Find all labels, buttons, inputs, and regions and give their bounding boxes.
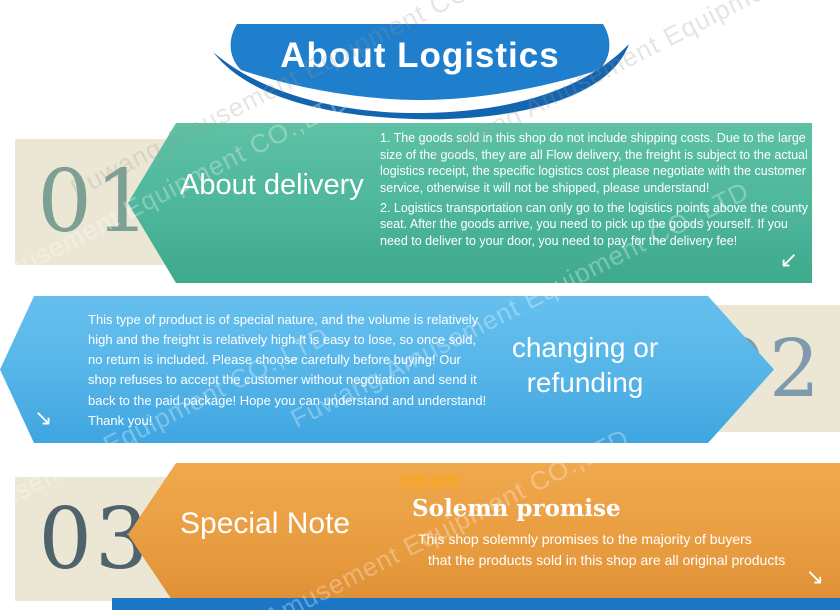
delivery-text: 1. The goods sold in this shop do not in… <box>380 130 810 252</box>
bottom-divider-strip <box>112 598 840 610</box>
promise-title: Solemn promise <box>412 495 621 522</box>
section-number-03: 03 <box>38 490 152 588</box>
special-note-chinese-label: 特别说明 <box>400 474 461 491</box>
section-title-delivery: About delivery <box>180 169 364 201</box>
corner-arrow-icon: ↘ <box>34 405 53 430</box>
corner-arrow-icon: ↘ <box>805 564 824 589</box>
promise-line-2: that the products sold in this shop are … <box>428 552 786 568</box>
page-title: About Logistics <box>280 36 560 75</box>
refund-title-line1: changing or <box>511 332 659 363</box>
header-banner: About Logistics <box>205 12 635 120</box>
promise-line-1: This shop solemnly promises to the major… <box>418 531 752 547</box>
refund-text: This type of product is of special natur… <box>88 312 487 428</box>
corner-arrow-icon: ↙ <box>779 247 798 272</box>
delivery-banner: About delivery 1. The goods sold in this… <box>128 123 812 283</box>
delivery-paragraph-2: 2. Logistics transportation can only go … <box>380 200 809 248</box>
delivery-paragraph-1: 1. The goods sold in this shop do not in… <box>380 131 808 195</box>
section-title-refunding: changing or refunding <box>470 330 700 400</box>
section-title-special-note: Special Note <box>180 507 351 540</box>
refund-banner: This type of product is of special natur… <box>0 296 774 443</box>
ribbon-shape <box>213 24 629 120</box>
special-note-banner: Special Note 特别说明 Solemn promise This sh… <box>128 463 840 606</box>
promise-text: This shop solemnly promises to the major… <box>418 529 785 571</box>
refund-title-line2: refunding <box>526 367 644 398</box>
